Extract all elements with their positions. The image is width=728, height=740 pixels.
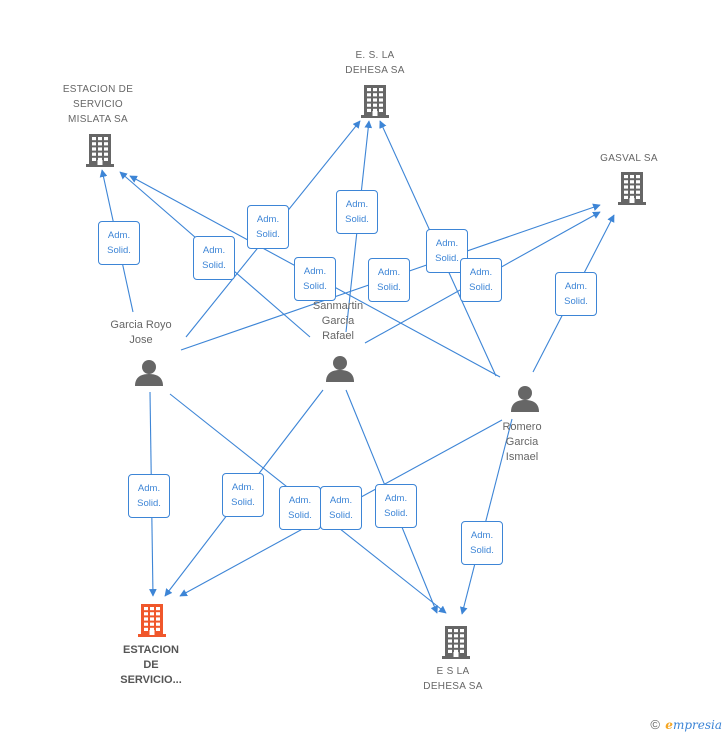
- building-icon-es-la-dehesa-top[interactable]: [360, 84, 390, 123]
- label-romero[interactable]: Romero Garcia Ismael: [502, 421, 542, 463]
- label-gasval[interactable]: GASVAL SA: [600, 153, 658, 164]
- relation-badge[interactable]: Adm.Solid.: [375, 484, 417, 528]
- empresia-footer[interactable]: © empresia: [650, 717, 722, 732]
- relation-badge[interactable]: Adm.Solid.: [279, 486, 321, 530]
- copyright-symbol: ©: [650, 717, 660, 732]
- relation-edge: [459, 418, 513, 615]
- person-icon-sanmartin[interactable]: [325, 354, 355, 389]
- person-icon-romero[interactable]: [510, 384, 540, 419]
- relation-badge[interactable]: Adm.Solid.: [368, 258, 410, 302]
- relation-badge[interactable]: Adm.Solid.: [98, 221, 140, 265]
- label-garcia-royo[interactable]: Garcia Royo Jose: [110, 319, 172, 346]
- relation-badge[interactable]: Adm.Solid.: [193, 236, 235, 280]
- label-es-la-dehesa-bottom[interactable]: E S LA DEHESA SA: [423, 666, 483, 692]
- building-icon-es-la-dehesa-bottom[interactable]: [441, 625, 471, 664]
- label-es-la-dehesa-top[interactable]: E. S. LA DEHESA SA: [345, 50, 405, 76]
- label-mislata[interactable]: ESTACION DE SERVICIO MISLATA SA: [62, 84, 134, 125]
- relation-badge[interactable]: Adm.Solid.: [294, 257, 336, 301]
- building-icon-mislata[interactable]: [85, 133, 115, 172]
- relation-badge[interactable]: Adm.Solid.: [336, 190, 378, 234]
- relation-badge[interactable]: Adm.Solid.: [555, 272, 597, 316]
- label-sanmartin[interactable]: Sanmartin Garcia Rafael: [312, 300, 364, 342]
- building-icon-gasval[interactable]: [617, 171, 647, 210]
- relation-badge[interactable]: Adm.Solid.: [461, 521, 503, 565]
- relation-badge[interactable]: Adm.Solid.: [222, 473, 264, 517]
- relation-badge[interactable]: Adm.Solid.: [460, 258, 502, 302]
- relation-badge[interactable]: Adm.Solid.: [128, 474, 170, 518]
- relation-badge[interactable]: Adm.Solid.: [247, 205, 289, 249]
- building-icon-estacion-focus[interactable]: [137, 603, 167, 642]
- person-icon-garcia-royo[interactable]: [134, 358, 164, 393]
- relation-badge[interactable]: Adm.Solid.: [320, 486, 362, 530]
- empresia-logo: empresia: [665, 718, 722, 732]
- label-estacion-focus[interactable]: ESTACION DE SERVICIO...: [120, 644, 182, 686]
